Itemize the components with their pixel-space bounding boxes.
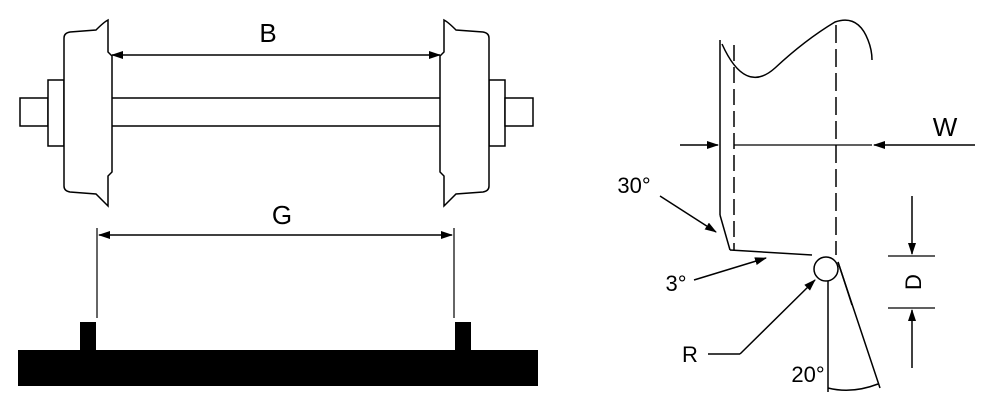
- flange-back-angle-callout: 30°: [617, 173, 717, 233]
- tread-angle-callout: 3°: [665, 257, 767, 296]
- track-base: [18, 350, 538, 386]
- left-hub: [47, 79, 65, 147]
- label-g: G: [272, 200, 292, 230]
- flange-depth-dimension: D: [888, 196, 935, 368]
- root-radius-circle: [813, 256, 839, 282]
- label-r: R: [682, 342, 698, 367]
- right-rail: [455, 322, 471, 352]
- left-rail: [80, 322, 96, 352]
- left-journal: [19, 97, 49, 127]
- label-w: W: [933, 112, 958, 142]
- flange-width-dimension: W: [680, 112, 975, 149]
- root-radius-callout: R: [682, 279, 816, 367]
- right-hub: [488, 79, 506, 147]
- label-20-deg: 20°: [791, 362, 824, 387]
- track: [18, 322, 538, 386]
- label-b: B: [259, 18, 276, 48]
- label-d: D: [901, 274, 926, 290]
- flange-profile: [719, 19, 881, 392]
- wheelset: [19, 18, 534, 208]
- axle: [107, 97, 449, 127]
- right-wheel: [439, 18, 490, 208]
- flange-angle-callout: 20°: [791, 362, 824, 387]
- label-3-deg: 3°: [665, 271, 686, 296]
- left-wheel: [63, 18, 113, 208]
- gauge-dimension: G: [96, 200, 455, 318]
- back-to-back-dimension: B: [111, 18, 441, 59]
- right-journal: [504, 97, 534, 127]
- label-30-deg: 30°: [617, 173, 650, 198]
